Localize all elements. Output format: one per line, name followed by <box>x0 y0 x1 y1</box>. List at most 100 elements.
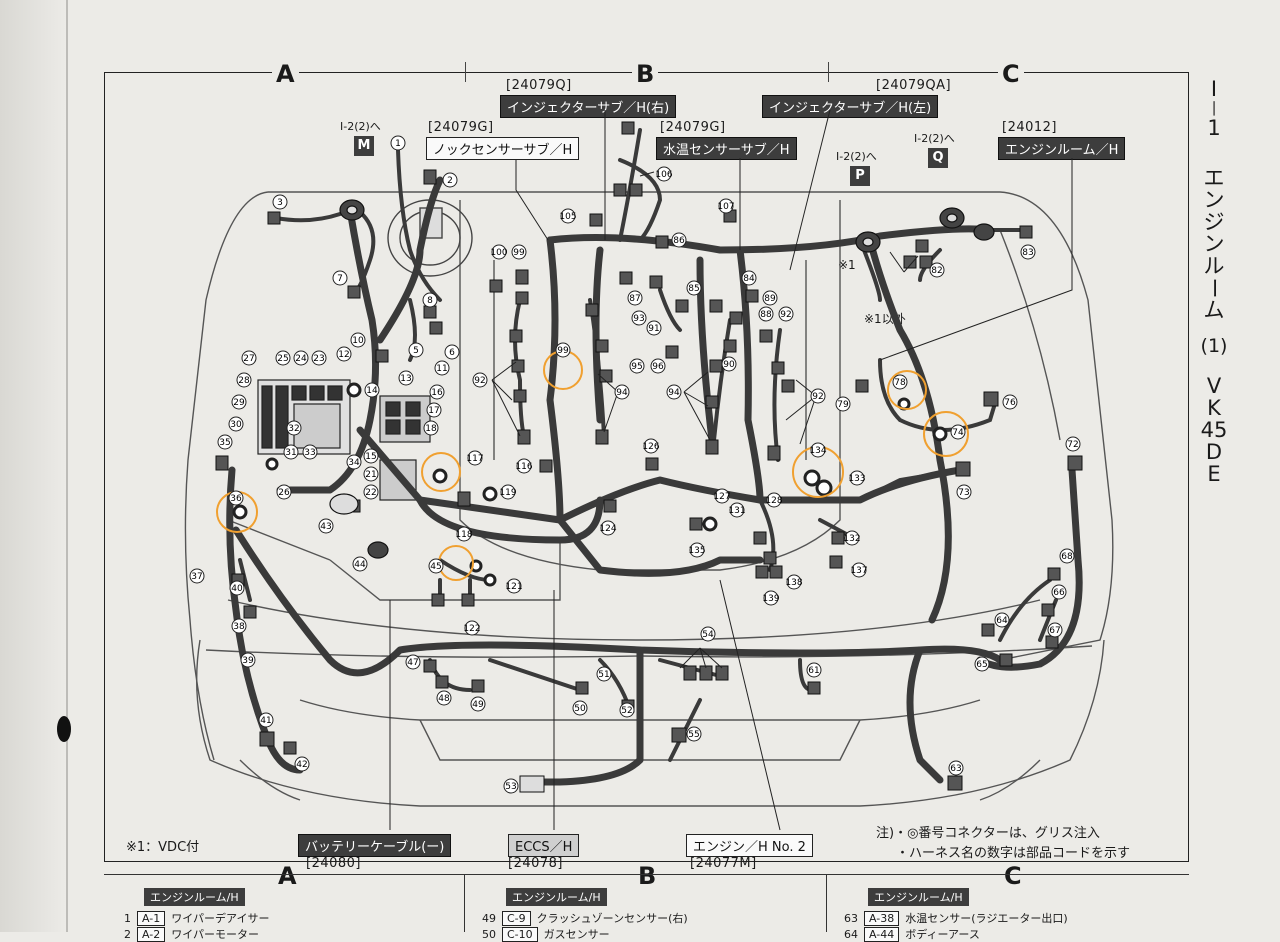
svg-text:137: 137 <box>850 566 867 576</box>
svg-text:31: 31 <box>285 448 296 458</box>
svg-text:1: 1 <box>395 139 401 149</box>
connector-45: 45 <box>428 558 444 574</box>
svg-text:25: 25 <box>277 354 288 364</box>
connector-133: 133 <box>848 470 866 486</box>
svg-text:8: 8 <box>427 296 433 306</box>
svg-text:6: 6 <box>449 348 455 358</box>
ref-to-i22-m: I-2(2)へ <box>340 120 381 133</box>
connector-22: 22 <box>363 484 379 500</box>
svg-text:88: 88 <box>760 310 772 320</box>
svg-text:64: 64 <box>996 616 1008 626</box>
connector-14: 14 <box>364 382 380 398</box>
title-char: 1 <box>1207 115 1221 140</box>
zone-letter-c-top: C <box>998 60 1024 88</box>
connector-8: 8 <box>422 292 438 308</box>
svg-text:86: 86 <box>673 236 685 246</box>
svg-text:54: 54 <box>702 630 714 640</box>
svg-text:51: 51 <box>598 670 609 680</box>
car-body-outline <box>184 191 1114 807</box>
zone-letter-a-bottom: A <box>274 862 301 890</box>
svg-text:128: 128 <box>765 496 782 506</box>
harness-label-battery-cable: バッテリーケーブル(ー) <box>298 834 452 857</box>
svg-text:27: 27 <box>243 354 254 364</box>
svg-text:134: 134 <box>809 446 826 456</box>
svg-text:15: 15 <box>365 452 376 462</box>
harness-label-water-temp: 水温センサーサブ／H <box>656 137 797 160</box>
table-top-rule <box>104 874 1189 875</box>
svg-text:131: 131 <box>728 506 745 516</box>
harness-label-injector-right: インジェクターサブ／H(右) <box>500 95 677 118</box>
harness-code-24079g-water: [24079G] <box>660 120 726 135</box>
svg-text:122: 122 <box>463 624 480 634</box>
table-divider <box>826 874 827 932</box>
svg-text:99: 99 <box>513 248 525 258</box>
svg-text:28: 28 <box>238 376 250 386</box>
main-harness <box>226 176 1083 786</box>
svg-text:16: 16 <box>431 388 443 398</box>
connector-131: 131 <box>728 502 746 518</box>
ref-to-i22-q: I-2(2)へ <box>914 132 955 145</box>
svg-text:52: 52 <box>621 706 632 716</box>
connector-52: 52 <box>619 702 635 718</box>
svg-text:132: 132 <box>843 534 860 544</box>
connector-50: 50 <box>572 700 588 716</box>
zone-letter-a-top: A <box>272 60 299 88</box>
connector-73: 73 <box>956 484 972 500</box>
svg-text:29: 29 <box>233 398 245 408</box>
title-char: 45 <box>1200 418 1228 443</box>
title-char: E <box>1207 462 1221 487</box>
connector-86: 86 <box>671 232 687 248</box>
svg-text:32: 32 <box>288 424 299 434</box>
connector-118: 118 <box>455 526 473 542</box>
svg-text:133: 133 <box>848 474 865 484</box>
connector-87: 87 <box>627 290 643 306</box>
svg-text:82: 82 <box>931 266 942 276</box>
title-char: ル <box>1203 254 1225 279</box>
svg-text:78: 78 <box>894 378 906 388</box>
connector-35: 35 <box>217 434 233 450</box>
connector-90: 90 <box>721 356 737 372</box>
connector-91: 91 <box>646 320 662 336</box>
svg-text:24: 24 <box>295 354 307 364</box>
connector-49: 49 <box>470 696 486 712</box>
table-code: A-2 <box>137 927 166 942</box>
svg-text:17: 17 <box>428 406 439 416</box>
connector-117: 117 <box>466 450 484 466</box>
leader-lines <box>389 109 1073 831</box>
connector-67: 67 <box>1047 622 1063 638</box>
svg-text:96: 96 <box>652 362 664 372</box>
connector-92-b: 92 <box>472 372 488 388</box>
connector-16: 16 <box>429 384 445 400</box>
svg-text:91: 91 <box>648 324 659 334</box>
svg-text:100: 100 <box>490 248 507 258</box>
svg-text:90: 90 <box>723 360 735 370</box>
svg-text:45: 45 <box>430 562 441 572</box>
ref-to-i22-p: I-2(2)へ <box>836 150 877 163</box>
binder-hole <box>57 716 71 742</box>
svg-text:76: 76 <box>1004 398 1016 408</box>
svg-text:43: 43 <box>320 522 331 532</box>
footnote-code-note: ・ハーネス名の数字は部品コードを示す <box>896 846 1131 861</box>
connector-76: 76 <box>1002 394 1018 410</box>
connector-74: 74 <box>950 424 966 440</box>
svg-text:84: 84 <box>743 274 755 284</box>
svg-text:12: 12 <box>338 350 349 360</box>
connector-107: 107 <box>717 198 735 214</box>
table-num: 63 <box>844 912 858 925</box>
harness-label-engine-room: エンジンルーム／H <box>998 137 1126 160</box>
svg-text:37: 37 <box>191 572 202 582</box>
footnote-vdc: ※1：VDC付 <box>126 840 200 855</box>
footnote-grease: 注)・◎番号コネクターは、グリス注入 <box>876 826 1100 841</box>
svg-text:126: 126 <box>642 442 659 452</box>
connector-121: 121 <box>505 578 523 594</box>
svg-text:42: 42 <box>296 760 307 770</box>
table-num: 49 <box>482 912 496 925</box>
connector-32: 32 <box>286 420 302 436</box>
title-char: ム <box>1203 298 1225 323</box>
connector-5: 5 <box>408 342 424 358</box>
svg-text:73: 73 <box>958 488 969 498</box>
harness-code-24079q: [24079Q] <box>506 78 572 93</box>
svg-text:87: 87 <box>629 294 640 304</box>
